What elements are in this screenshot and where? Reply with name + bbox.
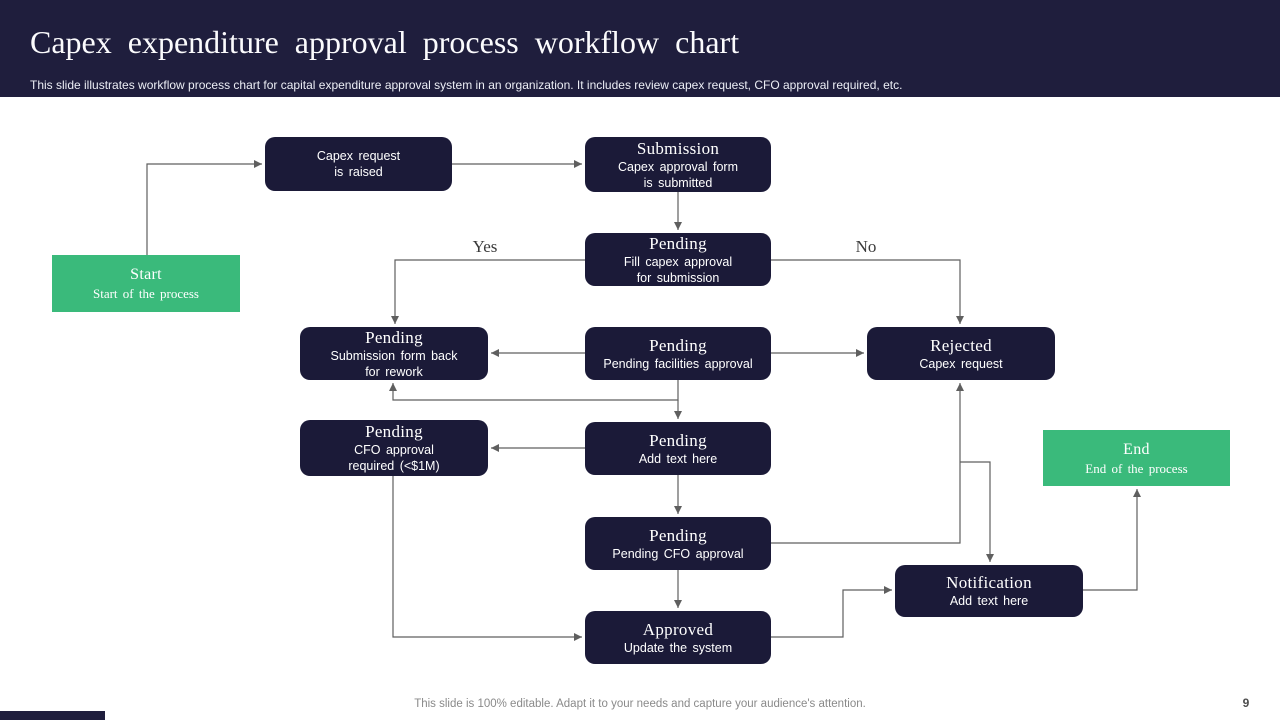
node-title: Pending: [365, 422, 423, 441]
node-title: Pending: [649, 430, 707, 450]
node-pending-cfo-approval: Pending Pending CFO approval: [585, 517, 771, 570]
node-subtext: CFO approval required (<$1M): [348, 443, 440, 473]
node-title: End: [1123, 440, 1150, 458]
node-subtext: Start of the process: [92, 286, 199, 301]
node-subtext: Capex request: [919, 356, 1003, 371]
node-subtext: Fill capex approval for submission: [623, 254, 733, 285]
node-submission: Submission Capex approval form is submit…: [585, 137, 771, 192]
footer-note: This slide is 100% editable. Adapt it to…: [414, 698, 866, 710]
node-title: Pending: [649, 335, 707, 355]
node-subtext: End of the process: [1085, 460, 1188, 476]
node-subtext: Submission form back for rework: [330, 348, 458, 379]
node-pending-rework: Pending Submission form back for rework: [300, 327, 488, 380]
node-end: End End of the process: [1043, 430, 1230, 486]
node-approved: Approved Update the system: [585, 611, 771, 664]
node-title: Rejected: [930, 335, 992, 355]
node-pending-facilities-approval: Pending Pending facilities approval: [585, 327, 771, 380]
node-pending-cfo-required: Pending CFO approval required (<$1M): [300, 420, 488, 476]
node-title: Notification: [946, 573, 1032, 592]
page-subtitle: This slide illustrates workflow process …: [30, 78, 903, 92]
node-pending-add-text: Pending Add text here: [585, 422, 771, 475]
node-subtext: Add text here: [949, 594, 1029, 608]
branch-label-yes: Yes: [472, 237, 498, 256]
node-pending-fill-capex: Pending Fill capex approval for submissi…: [585, 233, 771, 286]
page-number: 9: [1242, 696, 1250, 710]
node-title: Pending: [649, 525, 707, 545]
node-title: Approved: [642, 619, 714, 639]
node-start: Start Start of the process: [52, 255, 240, 312]
node-subtext: Capex request is raised: [316, 149, 401, 179]
node-rejected: Rejected Capex request: [867, 327, 1055, 380]
node-title: Submission: [636, 138, 720, 158]
node-subtext: Capex approval form is submitted: [617, 159, 739, 190]
bottom-accent-bar: [0, 711, 105, 720]
page-title: Capex expenditure approval process workf…: [30, 24, 740, 60]
node-subtext: Pending facilities approval: [603, 356, 753, 371]
node-capex-request-raised: Capex request is raised: [265, 137, 452, 191]
node-subtext: Update the system: [623, 640, 733, 655]
node-subtext: Pending CFO approval: [612, 546, 744, 561]
node-subtext: Add text here: [638, 451, 718, 466]
node-title: Pending: [649, 233, 707, 253]
node-notification: Notification Add text here: [895, 565, 1083, 617]
node-title: Start: [130, 266, 162, 283]
node-title: Pending: [365, 327, 423, 347]
branch-label-no: No: [855, 237, 877, 256]
slide-header-bar: Capex expenditure approval process workf…: [0, 0, 1280, 97]
